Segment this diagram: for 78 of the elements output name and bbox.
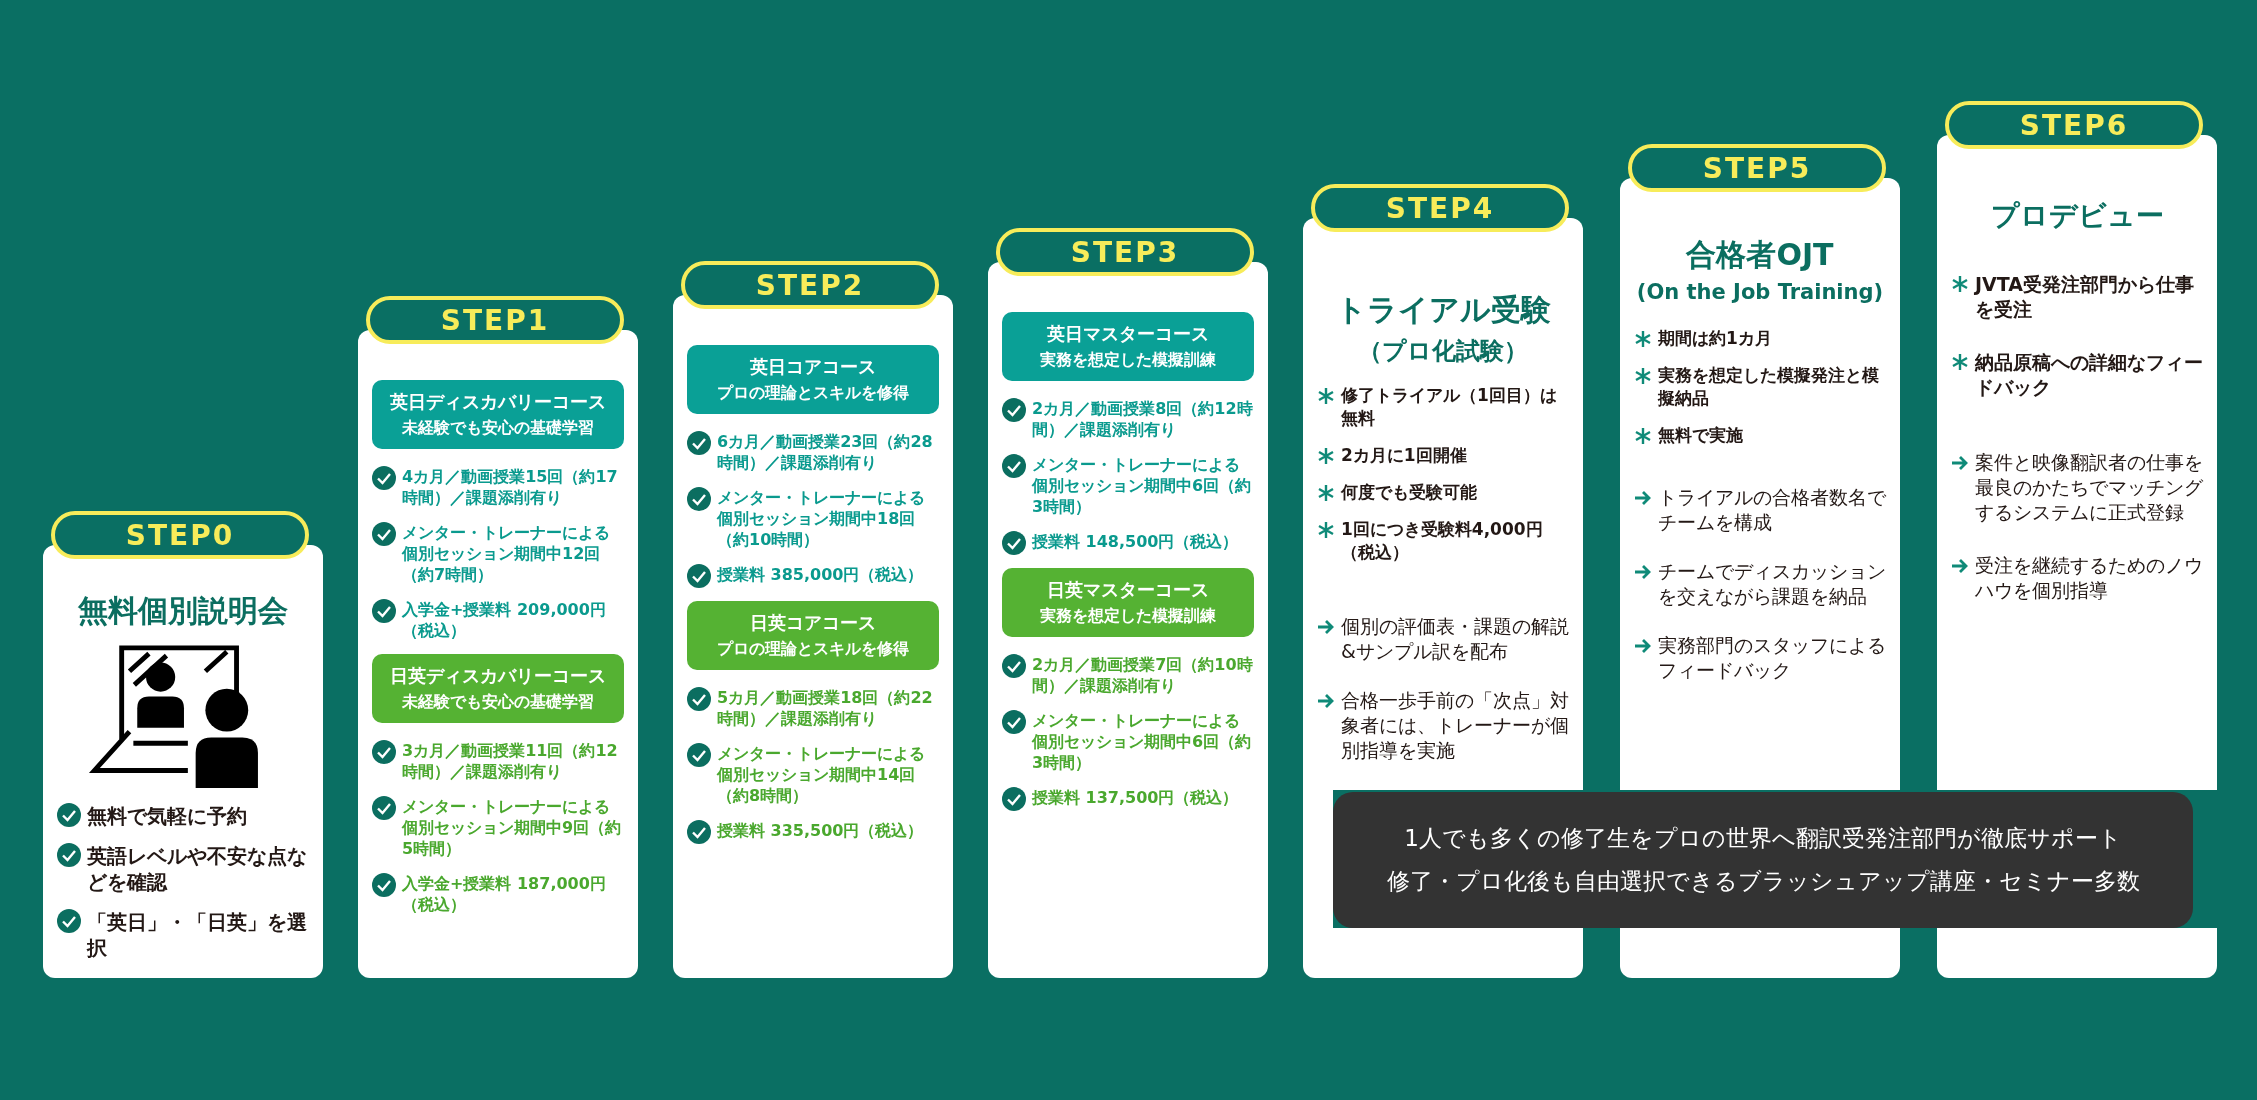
step-card xyxy=(1937,135,2217,790)
step-card xyxy=(1303,218,1583,790)
bullet-text: 入学金+授業料 209,000円（税込） xyxy=(402,599,607,641)
heading: 合格者OJT xyxy=(1684,236,1835,274)
step-badge: STEP0 xyxy=(51,511,309,559)
bullet-text: 4カ月／動画授業15回（約17時間）／課題添削有り xyxy=(402,466,619,508)
step-badge: STEP4 xyxy=(1311,184,1569,232)
bullet-text: 授業料 148,500円（税込） xyxy=(1032,531,1239,552)
bullet-text: メンター・トレーナーによる個別セッション期間中14回（約8時間） xyxy=(717,743,926,806)
course-title: 日英コアコース xyxy=(749,611,877,635)
heading: （プロ化試験） xyxy=(1357,336,1529,367)
step-badge: STEP6 xyxy=(1945,101,2203,149)
bullet-text: メンター・トレーナーによる個別セッション期間中6回（約3時間） xyxy=(1032,710,1253,773)
bullet-text: 授業料 335,500円（税込） xyxy=(717,820,924,841)
bullet-text: 2カ月に1回開催 xyxy=(1341,444,1467,467)
bullet-text: 授業料 385,000円（税込） xyxy=(717,564,924,585)
bullet-text: 5カ月／動画授業18回（約22時間）／課題添削有り xyxy=(717,687,934,729)
course-title: 英日コアコース xyxy=(749,355,877,379)
bullet-text: 無料で気軽に予約 xyxy=(87,803,247,829)
course-subtitle: 未経験でも安心の基礎学習 xyxy=(401,692,595,713)
bullet-text: メンター・トレーナーによる個別セッション期間中18回（約10時間） xyxy=(717,487,926,550)
bullet-text: 個別の評価表・課題の解説&サンプル訳を配布 xyxy=(1341,614,1569,664)
step-card xyxy=(988,262,1268,978)
bullet-text: JVTA受発注部門から仕事を受注 xyxy=(1975,272,2195,322)
bullet-text: 納品原稿への詳細なフィードバック xyxy=(1975,350,2203,400)
banner-text: 修了・プロ化後も自由選択できるブラッシュアップ講座・セミナー多数 xyxy=(1386,867,2140,896)
step-card xyxy=(43,545,323,978)
course-subtitle: 未経験でも安心の基礎学習 xyxy=(401,418,595,439)
bullet-text: 2カ月／動画授業7回（約10時間）／課題添削有り xyxy=(1032,654,1254,696)
bullet-text: 授業料 137,500円（税込） xyxy=(1032,787,1239,808)
course-subtitle: 実務を想定した模擬訓練 xyxy=(1039,350,1217,371)
course-title: 英日マスターコース xyxy=(1046,322,1210,346)
bullet-text: 6カ月／動画授業23回（約28時間）／課題添削有り xyxy=(717,431,934,473)
step-card xyxy=(1620,178,1900,790)
course-title: 英日ディスカバリーコース xyxy=(389,390,607,414)
bullet-text: 受注を継続するためのノウハウを個別指導 xyxy=(1975,553,2203,603)
course-box xyxy=(1002,568,1254,637)
bullet-text: 英語レベルや不安な点などを確認 xyxy=(87,843,308,895)
bullet-text: 2カ月／動画授業8回（約12時間）／課題添削有り xyxy=(1032,398,1254,440)
bullet-text: 無料で実施 xyxy=(1658,424,1743,447)
bullet-text: 1回につき受験料4,000円（税込） xyxy=(1341,518,1544,564)
bullet-text: 入学金+授業料 187,000円（税込） xyxy=(402,873,607,915)
bullet-text: 合格一歩手前の「次点」対象者には、トレーナーが個別指導を実施 xyxy=(1341,688,1569,763)
course-box xyxy=(372,380,624,449)
course-title: 日英ディスカバリーコース xyxy=(389,664,607,688)
bullet-text: 実務部門のスタッフによるフィードバック xyxy=(1658,633,1886,683)
bullet-text: トライアルの合格者数名でチームを構成 xyxy=(1658,485,1886,535)
step-badge: STEP5 xyxy=(1628,144,1886,192)
bullet-text: メンター・トレーナーによる個別セッション期間中12回（約7時間） xyxy=(402,522,611,585)
info-banner xyxy=(1333,792,2193,928)
course-box xyxy=(687,601,939,670)
course-subtitle: プロの理論とスキルを修得 xyxy=(716,639,910,660)
bullet-text: 期間は約1カ月 xyxy=(1658,327,1772,350)
bullet-text: 実務を想定した模擬発注と模擬納品 xyxy=(1658,364,1880,410)
bullet-text: 何度でも受験可能 xyxy=(1341,481,1477,504)
heading: 無料個別説明会 xyxy=(77,592,289,630)
heading: (On the Job Training) xyxy=(1635,280,1885,304)
step-badge: STEP1 xyxy=(366,296,624,344)
course-box xyxy=(687,345,939,414)
bullet-text: 修了トライアル（1回目）は無料 xyxy=(1341,384,1558,430)
bullet-text: メンター・トレーナーによる個別セッション期間中9回（約5時間） xyxy=(402,796,623,859)
bullet-text: 「英日」・「日英」を選択 xyxy=(87,909,308,961)
course-title: 日英マスターコース xyxy=(1046,578,1210,602)
heading: トライアル受験 xyxy=(1334,291,1552,329)
heading: プロデビュー xyxy=(1989,198,2165,234)
bullet-text: チームでディスカッションを交えながら課題を納品 xyxy=(1658,559,1886,609)
step-card xyxy=(673,295,953,978)
step-card xyxy=(358,330,638,978)
bullet-text: メンター・トレーナーによる個別セッション期間中6回（約3時間） xyxy=(1032,454,1253,517)
step-badge: STEP3 xyxy=(996,228,1254,276)
course-subtitle: プロの理論とスキルを修得 xyxy=(716,383,910,404)
step-badge: STEP2 xyxy=(681,261,939,309)
course-subtitle: 実務を想定した模擬訓練 xyxy=(1039,606,1217,627)
course-box xyxy=(1002,312,1254,381)
banner-text: 1人でも多くの修了生をプロの世界へ翻訳受発注部門が徹底サポート xyxy=(1404,824,2122,853)
course-box xyxy=(372,654,624,723)
bullet-text: 案件と映像翻訳者の仕事を最良のかたちでマッチングするシステムに正式登録 xyxy=(1975,450,2203,525)
bullet-text: 3カ月／動画授業11回（約12時間）／課題添削有り xyxy=(402,740,619,782)
